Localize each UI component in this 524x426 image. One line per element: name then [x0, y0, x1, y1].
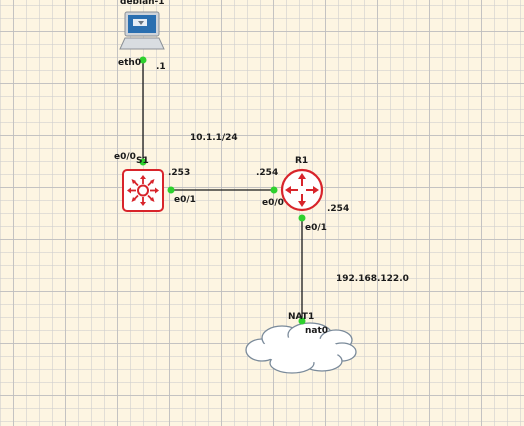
link-endpoint-dot: [139, 158, 147, 166]
node-label-r1[interactable]: R1: [295, 156, 309, 166]
address-label: .1: [156, 62, 166, 72]
interface-label: e0/1: [305, 223, 327, 233]
interface-label: e0/0: [262, 198, 284, 208]
multilayer-switch-icon[interactable]: [122, 169, 164, 212]
interface-label: eth0: [118, 58, 142, 68]
address-label: .254: [327, 204, 350, 214]
network-label-wan: 192.168.122.0: [336, 274, 409, 284]
interface-label: e0/1: [174, 195, 196, 205]
link-endpoint-dot: [139, 56, 147, 64]
cloud-icon[interactable]: [245, 322, 357, 374]
address-label: .254: [256, 168, 279, 178]
link-endpoint-dot: [167, 186, 175, 194]
link-endpoint-dot: [298, 317, 306, 325]
link-endpoint-dot: [298, 214, 306, 222]
link-endpoint-dot: [270, 186, 278, 194]
node-label-s1[interactable]: S1: [136, 156, 149, 166]
interface-label: nat0: [305, 326, 329, 336]
network-label-lan: 10.1.1/24: [190, 133, 238, 143]
laptop-icon[interactable]: [119, 11, 165, 50]
interface-label: e0/0: [114, 152, 136, 162]
address-label: .253: [168, 168, 191, 178]
router-icon[interactable]: [280, 168, 324, 212]
node-label-nat[interactable]: NAT1: [288, 312, 315, 322]
node-label-debian[interactable]: debian-1: [120, 0, 165, 7]
